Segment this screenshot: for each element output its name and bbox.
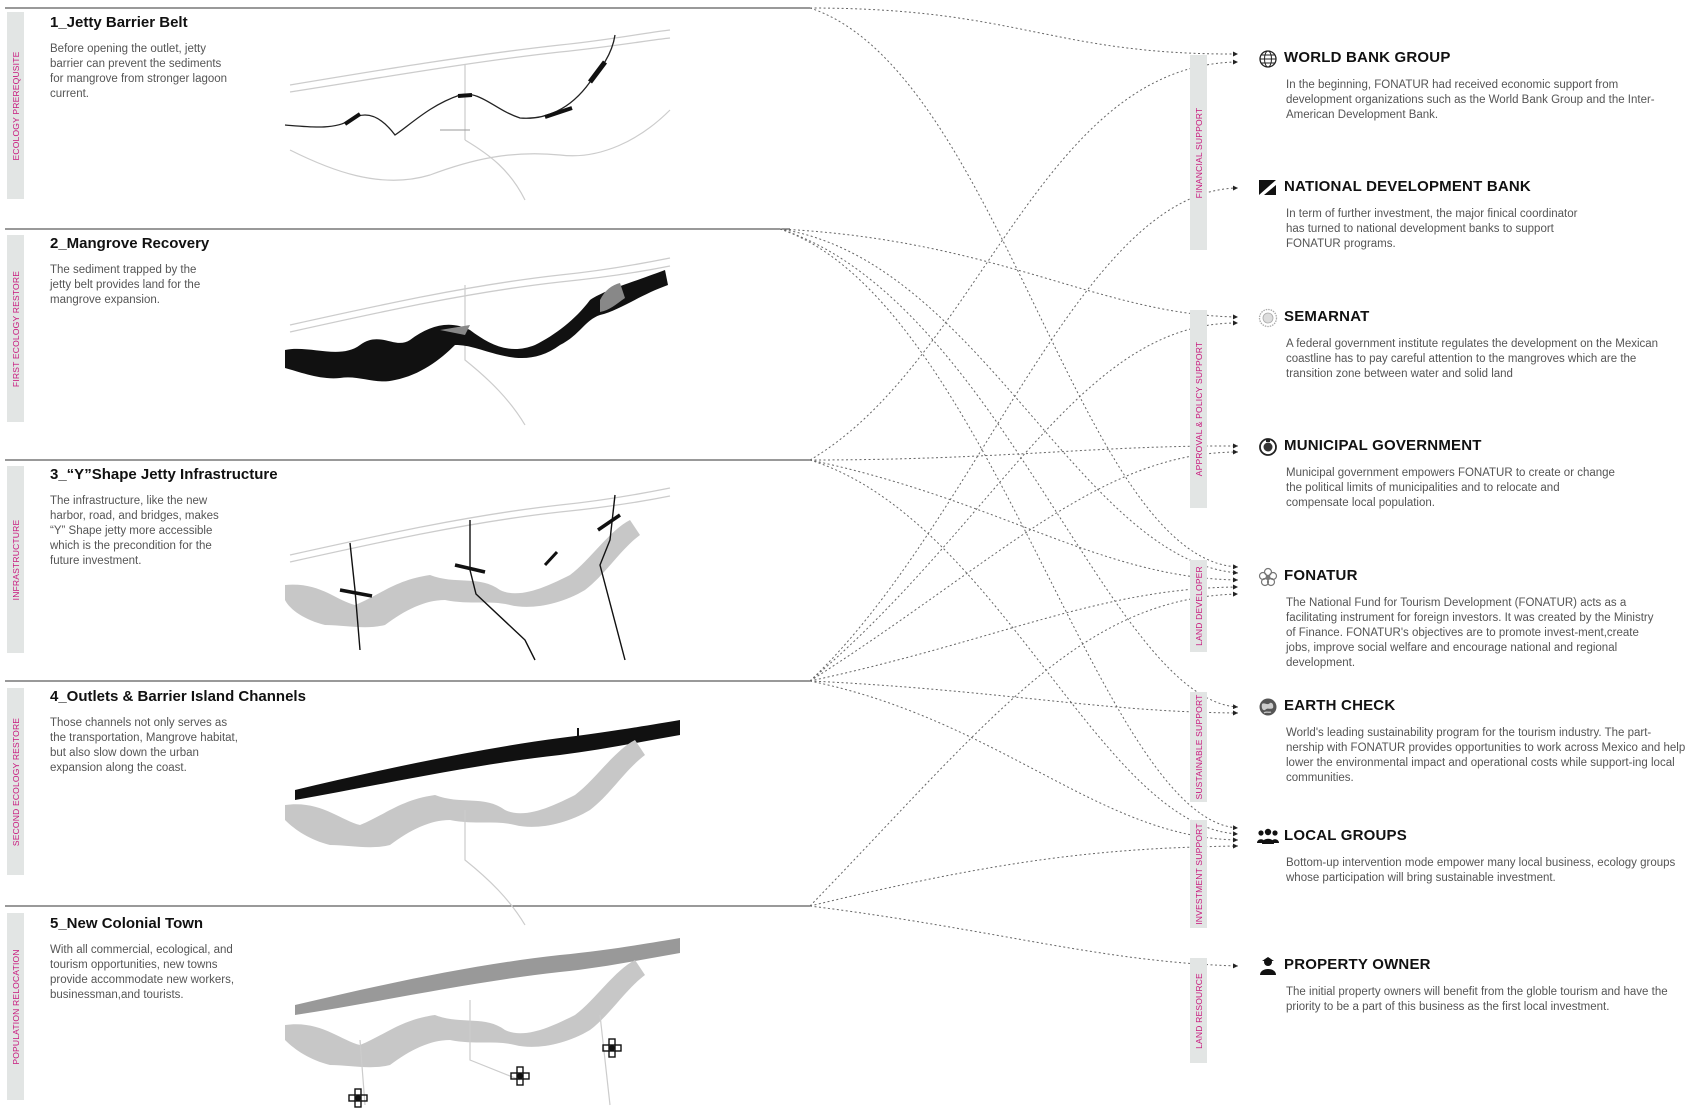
category-tab-investment-support: INVESTMENT SUPPORT <box>1190 820 1207 928</box>
phase-dividers <box>5 7 810 907</box>
phase-description-3: The infrastructure, like the new harbor,… <box>50 495 219 567</box>
category-label-approval-policy: APPROVAL & POLICY SUPPORT <box>1193 341 1204 477</box>
phase-side-label-1: ECOLOGY PREREQUSITE <box>10 51 21 160</box>
stakeholder-name-world-bank: WORLD BANK GROUP <box>1284 49 1451 66</box>
person-icon <box>1258 956 1278 976</box>
globe-icon <box>1258 49 1278 69</box>
seal-icon <box>1258 308 1278 328</box>
stakeholder-name-national-bank: NATIONAL DEVELOPMENT BANK <box>1284 178 1531 195</box>
map-y-shape-jetty <box>285 487 671 661</box>
phase-side-tab-1: ECOLOGY PREREQUSITE <box>7 12 24 199</box>
connector-line-11 <box>809 185 1239 682</box>
phase-side-tab-2: FIRST ECOLOGY RESTORE <box>7 235 24 422</box>
phase-title-3: 3_“Y”Shape Jetty Infrastructure <box>50 466 278 483</box>
stakeholder-description-property-owner: The initial property owners will benefit… <box>1286 986 1668 1013</box>
phase-description-1: Before opening the outlet, jetty barrier… <box>50 43 228 100</box>
phase-description-4: Those channels not only serves as the tr… <box>50 717 238 774</box>
connector-line-14 <box>809 584 1239 682</box>
phase-side-label-2: FIRST ECOLOGY RESTORE <box>10 270 21 387</box>
people-icon <box>1256 827 1280 847</box>
phase-side-tab-3: INFRASTRUCTURE <box>7 466 24 653</box>
category-label-land-developer: LAND DEVELOPER <box>1193 566 1204 646</box>
phase-side-label-5: POPULATION RELOCATION <box>10 948 21 1065</box>
phase-side-tab-5: POPULATION RELOCATION <box>7 913 24 1100</box>
connector-line-13 <box>809 449 1239 682</box>
stakeholder-name-earth-check: EARTH CHECK <box>1284 697 1396 714</box>
category-label-sustainable-support: SUSTAINABLE SUPPORT <box>1193 694 1204 800</box>
connector-line-16 <box>809 680 1239 843</box>
phase-title-1: 1_Jetty Barrier Belt <box>50 14 188 31</box>
phase-side-tab-4: SECOND ECOLOGY RESTORE <box>7 688 24 875</box>
connector-line-5 <box>779 228 1239 710</box>
map-outlets-channels <box>285 720 680 926</box>
stakeholder-description-earth-check: World's leading sustainability program f… <box>1286 727 1686 784</box>
category-label-financial-support: FINANCIAL SUPPORT <box>1193 107 1204 198</box>
connector-line-19 <box>809 905 1239 969</box>
phase-description-5: With all commercial, ecological, and tou… <box>50 944 235 1001</box>
connector-line-2 <box>809 7 1239 570</box>
stakeholder-name-local-groups: LOCAL GROUPS <box>1284 827 1407 844</box>
category-label-investment-support: INVESTMENT SUPPORT <box>1193 823 1204 925</box>
connector-line-17 <box>809 591 1239 907</box>
connector-line-4 <box>779 228 1239 576</box>
emblem-icon <box>1258 437 1278 457</box>
connector-line-6 <box>779 228 1239 831</box>
stakeholder-description-fonatur: The National Fund for Tourism Developmen… <box>1286 597 1654 669</box>
stakeholder-description-municipal-government: Municipal government empowers FONATUR to… <box>1286 467 1615 509</box>
map-mangrove-recovery <box>285 257 671 426</box>
stakeholder-description-semarnat: A federal government institute regulates… <box>1286 338 1659 380</box>
phase-title-4: 4_Outlets & Barrier Island Channels <box>50 688 306 705</box>
category-label-land-resource: LAND RESOURCE <box>1193 972 1204 1049</box>
connector-line-12 <box>809 320 1239 682</box>
phase-title-2: 2_Mangrove Recovery <box>50 235 210 252</box>
stakeholder-name-municipal-government: MUNICIPAL GOVERNMENT <box>1284 437 1482 454</box>
stakeholder-name-fonatur: FONATUR <box>1284 567 1358 584</box>
phase-description-2: The sediment trapped by the jetty belt p… <box>50 264 201 306</box>
connector-line-10 <box>809 459 1239 837</box>
flower-icon <box>1258 567 1278 587</box>
category-tab-approval-policy: APPROVAL & POLICY SUPPORT <box>1190 310 1207 508</box>
phase-side-label-4: SECOND ECOLOGY RESTORE <box>10 717 21 846</box>
connector-line-15 <box>809 680 1239 716</box>
stakeholder-description-local-groups: Bottom-up intervention mode empower many… <box>1286 857 1676 884</box>
category-tab-land-developer: LAND DEVELOPER <box>1190 560 1207 652</box>
map-jetty-barrier-belt <box>284 29 671 201</box>
stakeholder-description-national-bank: In term of further investment, the major… <box>1286 208 1578 250</box>
bank-logo-icon <box>1258 178 1278 198</box>
earth-icon <box>1258 697 1278 717</box>
category-tab-land-resource: LAND RESOURCE <box>1190 958 1207 1063</box>
connector-line-7 <box>809 59 1239 461</box>
connector-line-9 <box>809 459 1239 583</box>
category-tab-sustainable-support: SUSTAINABLE SUPPORT <box>1190 692 1207 802</box>
stakeholder-name-property-owner: PROPERTY OWNER <box>1284 956 1431 973</box>
connector-line-3 <box>779 228 1239 320</box>
stakeholder-description-world-bank: In the beginning, FONATUR had received e… <box>1286 79 1655 121</box>
category-tab-financial-support: FINANCIAL SUPPORT <box>1190 55 1207 250</box>
phase-title-5: 5_New Colonial Town <box>50 915 204 932</box>
connector-lines <box>779 7 1239 969</box>
connector-line-8 <box>809 443 1239 461</box>
connector-line-1 <box>809 7 1239 57</box>
map-new-colonial-town <box>285 938 680 1108</box>
stakeholder-name-semarnat: SEMARNAT <box>1284 308 1370 325</box>
connector-line-18 <box>809 843 1239 907</box>
phase-side-label-3: INFRASTRUCTURE <box>10 519 21 600</box>
